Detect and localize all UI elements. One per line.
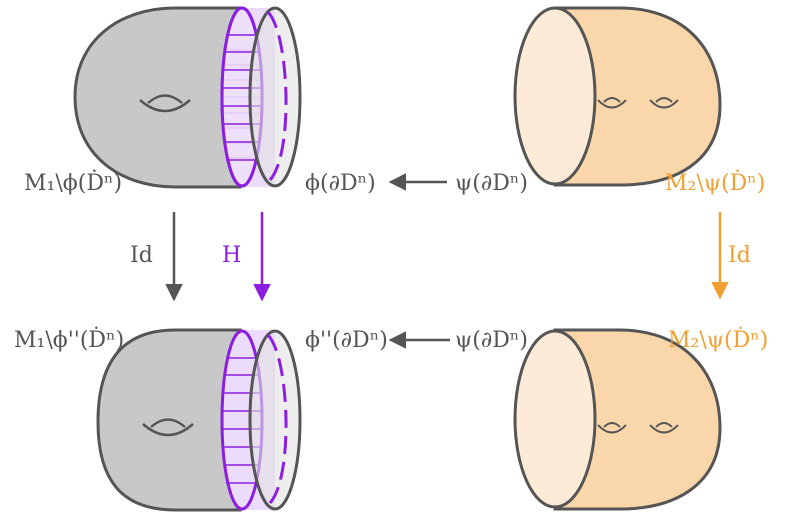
- hole-icon: [139, 94, 191, 113]
- manifold-m1-bottom: [96, 328, 242, 512]
- label-bottom-left: M₁\ϕ''(Ḋⁿ): [14, 326, 124, 353]
- label-right-id: Id: [728, 243, 751, 268]
- hole-icon: [597, 97, 627, 109]
- manifold-m2-bottom: [513, 328, 722, 511]
- manifold-m1-top: [73, 6, 242, 189]
- hole-icon: [142, 418, 194, 437]
- label-homotopy: H: [222, 243, 241, 268]
- collar-top: [220, 6, 302, 188]
- label-top-left: M₁\ϕ(Ḋⁿ): [24, 169, 122, 196]
- label-left-id: Id: [130, 243, 153, 268]
- collar-bottom: [220, 329, 302, 511]
- hole-icon: [649, 97, 679, 109]
- label-top-mid-left: ϕ(∂Dⁿ): [305, 171, 376, 196]
- label-top-mid-right: ψ(∂Dⁿ): [455, 171, 528, 196]
- hole-icon: [649, 422, 679, 434]
- manifold-m2-top: [513, 6, 722, 187]
- hole-icon: [597, 422, 627, 434]
- label-bottom-right: M₂\ψ(Ḋⁿ): [668, 326, 768, 353]
- label-bottom-mid-left: ϕ''(∂Dⁿ): [305, 328, 388, 353]
- label-bottom-mid-right: ψ(∂Dⁿ): [455, 328, 528, 353]
- label-top-right: M₂\ψ(Ḋⁿ): [665, 169, 765, 196]
